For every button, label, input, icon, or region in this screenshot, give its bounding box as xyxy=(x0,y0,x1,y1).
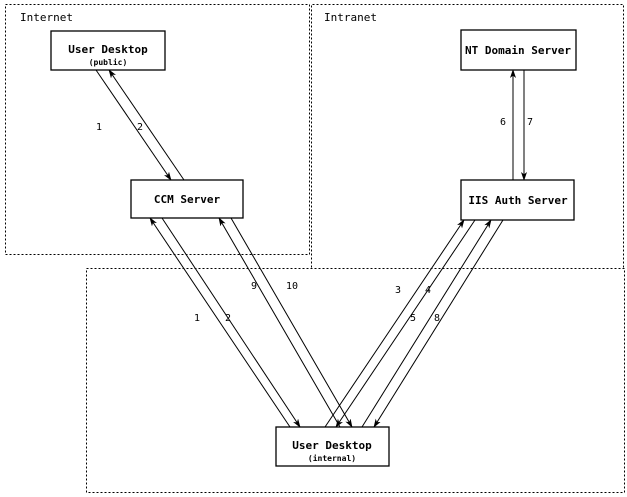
flow-label-9: 9 xyxy=(251,281,257,292)
node-iis-auth-server-title: IIS Auth Server xyxy=(468,194,568,207)
flow-line-2-ccm-to-public xyxy=(108,69,185,181)
flow-line-2b-ccm-to-internal xyxy=(161,217,301,428)
node-ccm-server-title: CCM Server xyxy=(154,193,221,206)
flow-line-5-internal-to-iis xyxy=(361,219,492,428)
zone-internet-border xyxy=(5,4,310,255)
node-nt-domain-server-title: NT Domain Server xyxy=(465,44,571,57)
flow-group-iis-nt: 6 7 xyxy=(500,69,533,181)
node-iis-auth-server-box[interactable] xyxy=(460,179,575,221)
flow-label-7: 7 xyxy=(527,117,533,128)
flow-label-1: 1 xyxy=(96,122,102,133)
node-nt-domain-server[interactable]: NT Domain Server xyxy=(460,29,577,71)
node-user-desktop-internal-title: User Desktop xyxy=(292,439,372,452)
node-ccm-server-box[interactable] xyxy=(130,179,244,219)
flow-group-public-ccm: 1 2 xyxy=(95,69,185,181)
flow-label-6: 6 xyxy=(500,117,506,128)
node-user-desktop-internal-subtitle: (internal) xyxy=(308,453,356,463)
flow-label-2b: 2 xyxy=(225,313,231,324)
node-user-desktop-public-box[interactable] xyxy=(50,30,166,71)
flow-line-9-internal-to-ccm xyxy=(218,217,341,428)
zone-intranet-label: Intranet xyxy=(324,11,377,24)
flow-line-1-public-to-ccm xyxy=(95,69,172,181)
node-user-desktop-public-title: User Desktop xyxy=(68,43,148,56)
flow-group-iis-internal: 3 4 5 8 xyxy=(324,219,504,428)
flow-line-3-internal-to-iis xyxy=(324,219,465,428)
node-ccm-server[interactable]: CCM Server xyxy=(130,179,244,219)
node-user-desktop-public-subtitle: (public) xyxy=(89,57,128,67)
node-iis-auth-server[interactable]: IIS Auth Server xyxy=(460,179,575,221)
flow-label-1b: 1 xyxy=(194,313,200,324)
flow-line-4-iis-to-internal xyxy=(335,219,476,428)
flow-line-10-ccm-to-internal xyxy=(230,217,353,428)
zone-internal xyxy=(86,268,625,493)
zone-internet-label: Internet xyxy=(20,11,73,24)
flow-group-ccm-internal: 1 2 9 10 xyxy=(149,217,353,428)
zone-intranet: Intranet xyxy=(311,4,624,268)
flow-label-5: 5 xyxy=(410,313,416,324)
node-user-desktop-internal[interactable]: User Desktop (internal) xyxy=(275,426,390,467)
zone-internet: Internet xyxy=(5,4,310,255)
flow-label-3: 3 xyxy=(395,285,401,296)
node-nt-domain-server-box[interactable] xyxy=(460,29,577,71)
node-user-desktop-internal-box[interactable] xyxy=(275,426,390,467)
flow-label-2: 2 xyxy=(137,122,143,133)
flow-label-8: 8 xyxy=(434,313,440,324)
node-user-desktop-public[interactable]: User Desktop (public) xyxy=(50,30,166,71)
flow-line-8-iis-to-internal xyxy=(373,219,504,428)
flow-label-10: 10 xyxy=(286,281,298,292)
flow-label-4: 4 xyxy=(425,285,431,296)
zone-internal-border xyxy=(86,268,625,493)
flow-line-1b-internal-to-ccm xyxy=(149,217,291,428)
